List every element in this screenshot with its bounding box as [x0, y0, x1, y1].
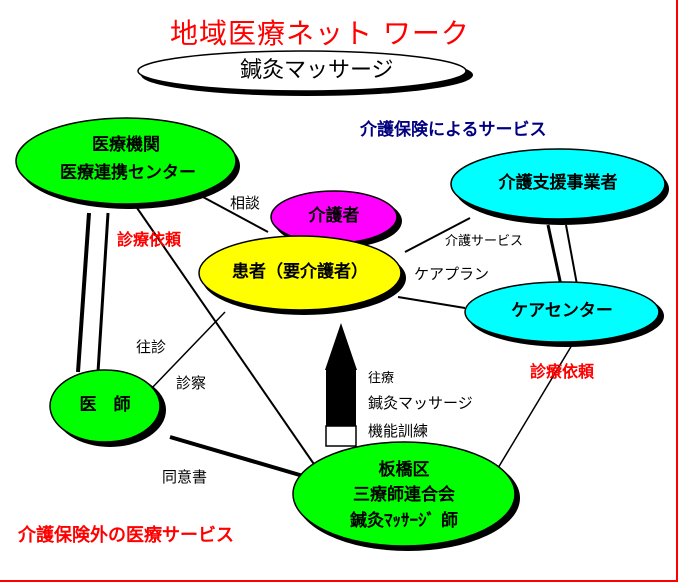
label-care-plan: ケアプラン — [414, 265, 490, 283]
frame-border-right — [676, 0, 678, 582]
line-patient-carecenter — [397, 296, 466, 309]
node-association-shape — [292, 441, 520, 551]
node-association-line1: 板橋区 — [378, 460, 430, 480]
label-care-service: 介護サービス — [445, 234, 524, 249]
node-care-center: ケアセンター — [511, 301, 613, 321]
label-visit-treatment: 往療 — [368, 371, 395, 386]
subtitle-banner — [137, 50, 473, 96]
page-subtitle: 鍼灸マッサージ — [240, 58, 394, 83]
node-association-line3: 鍼灸ﾏｯｻｰｼﾞ 師 — [350, 511, 458, 531]
line-patient-caresupport — [404, 217, 471, 253]
node-caregiver: 介護者 — [308, 206, 360, 226]
label-acupuncture-massage: 鍼灸マッサージ — [368, 394, 473, 412]
node-physician-shape — [49, 369, 166, 447]
node-care-support: 介護支援事業者 — [498, 173, 618, 193]
label-consult: 相談 — [230, 194, 261, 212]
section-insurance-services: 介護保険によるサービス — [360, 120, 547, 140]
node-caregiver-shape — [270, 190, 402, 248]
node-care-center-shape — [464, 281, 664, 347]
line-physician-patient — [149, 311, 226, 391]
line-institution-physician-a — [76, 212, 91, 373]
node-care-support-shape — [450, 148, 669, 225]
label-referral-right: 診療依頼 — [530, 362, 595, 381]
label-house-call: 往診 — [136, 338, 167, 356]
label-referral-left: 診療依頼 — [117, 230, 182, 249]
line-institution-association — [134, 204, 319, 471]
node-medical-institution-line1: 医療機関 — [92, 135, 160, 155]
label-examination: 診察 — [176, 374, 207, 392]
line-caresupport-carecenter-b — [565, 224, 579, 291]
label-function-training: 機能訓練 — [368, 422, 429, 440]
node-medical-institution-shape — [15, 117, 240, 209]
node-patient: 患者（要介護者） — [232, 262, 368, 282]
frame-border-bottom — [0, 580, 678, 582]
connectors — [76, 189, 579, 480]
node-medical-institution-line2: 医療連携センター — [60, 163, 196, 183]
line-carecenter-association — [491, 334, 579, 479]
line-caresupport-carecenter-a — [546, 224, 564, 291]
line-physician-association — [169, 435, 311, 480]
label-consent: 同意書 — [162, 468, 208, 486]
section-non-insurance-services: 介護保険外の医療サービス — [18, 525, 234, 546]
treatment-arrow — [325, 323, 357, 447]
page-title: 地域医療ネット ワーク — [170, 17, 470, 50]
node-physician: 医 師 — [79, 395, 131, 415]
node-patient-shape — [198, 235, 406, 315]
line-institution-physician-b — [96, 212, 110, 373]
node-association-line2: 三療師連合会 — [353, 485, 455, 505]
